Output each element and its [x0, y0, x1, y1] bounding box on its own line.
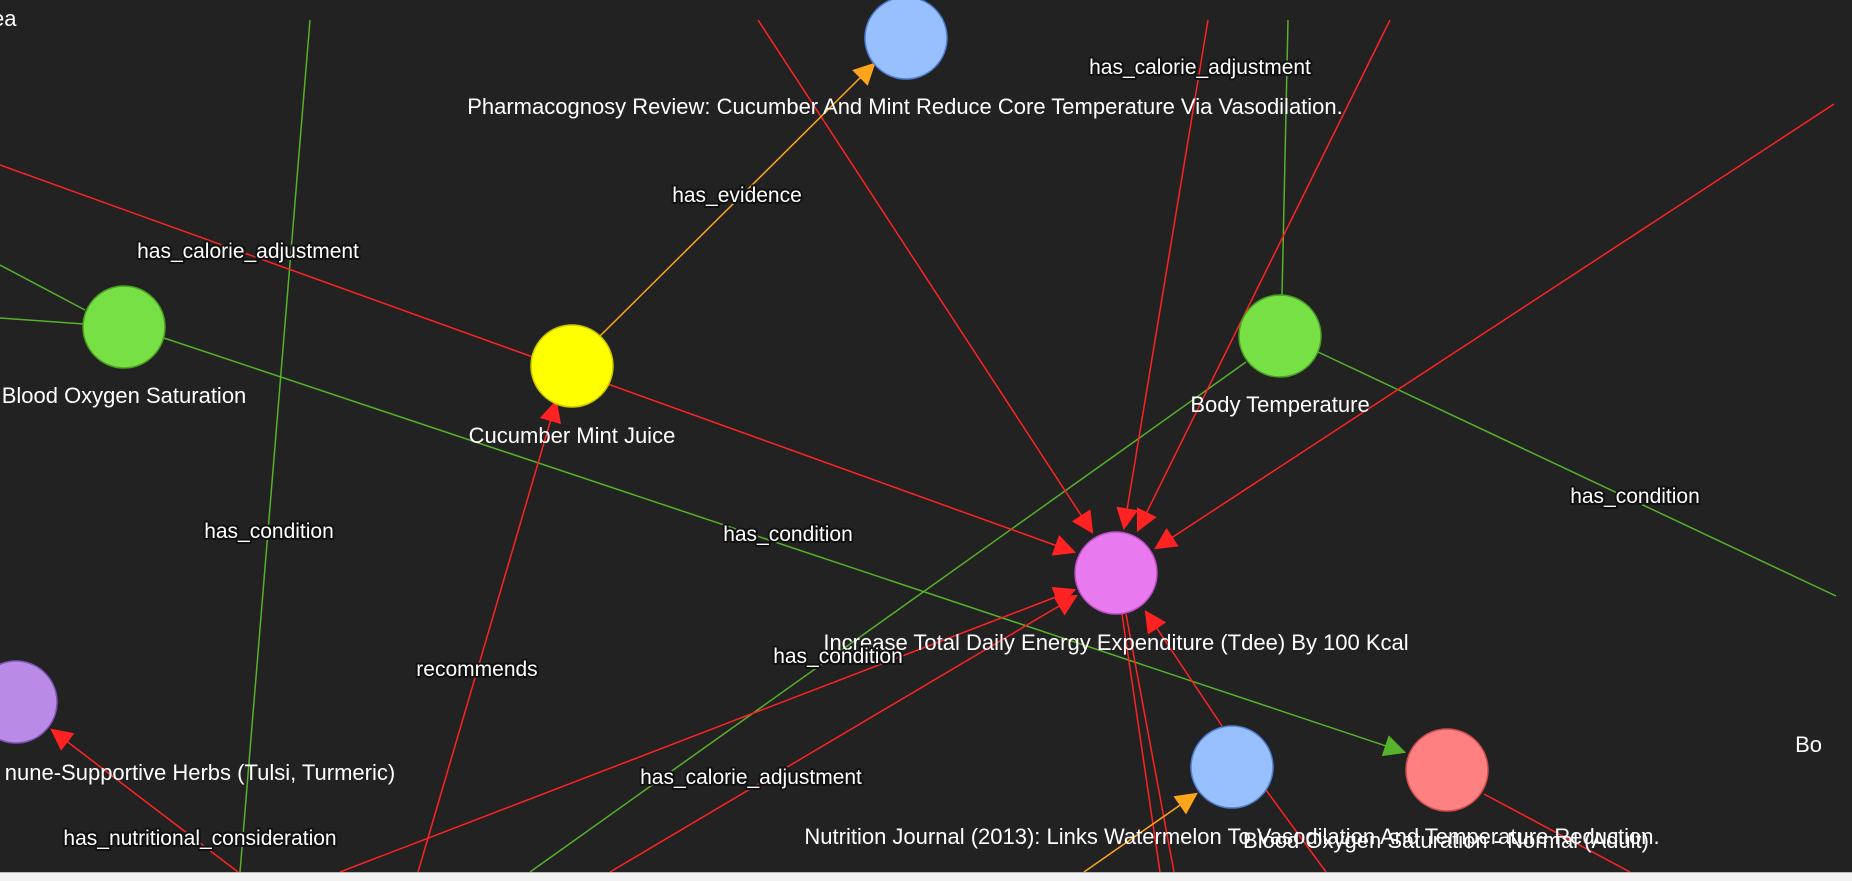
node-labels: Pharmacognosy Review: Cucumber And Mint … [0, 6, 1822, 853]
edge-orange-evidence-bottom[interactable] [1083, 792, 1198, 872]
edge-green-body-temp-down[interactable] [529, 361, 1247, 872]
edge-label-has-calorie-adjustment-left: has_calorie_adjustment [137, 240, 359, 263]
edge-label-has-nutritional-consideration: has_nutritional_consideration [63, 827, 336, 850]
node-cucumber-mint-juice[interactable] [530, 324, 614, 408]
edge-red-bottomleft-to-tdee-b[interactable] [609, 594, 1078, 872]
node-label-body-temperature: Body Temperature [1190, 392, 1369, 417]
edge-label-recommends: recommends [416, 658, 537, 681]
edge-green-body-temp-right[interactable] [1317, 351, 1837, 597]
edge-green-left-blood-oxygen[interactable] [0, 317, 85, 325]
edge-red-right-to-tdee[interactable] [1154, 103, 1835, 550]
edge-label-has-evidence: has_evidence [672, 184, 802, 207]
edge-label-has-calorie-adjustment-bottom: has_calorie_adjustment [640, 766, 862, 789]
node-nutrition-journal[interactable] [1190, 725, 1274, 809]
edge-red-blue-to-tdee[interactable] [1144, 610, 1223, 727]
node-immune-supportive-herbs[interactable] [0, 660, 58, 744]
edge-orange-has-evidence[interactable] [599, 62, 876, 337]
edge-red-salmon-to-bottom[interactable] [1483, 793, 1631, 872]
node-label-blood-oxygen-normal: Blood Oxygen Saturation - Normal (Adult) [1243, 828, 1649, 853]
edge-red-top-to-tdee-c[interactable] [1136, 19, 1391, 532]
edge-red-tdee-down-b[interactable] [1125, 613, 1175, 872]
node-label-nutrition-journal: Nutrition Journal (2013): Links Watermel… [804, 824, 1659, 849]
edge-label-has-calorie-adjustment-top: has_calorie_adjustment [1089, 56, 1311, 79]
edge-green-bo-to-normal[interactable] [163, 337, 1407, 757]
edge-red-blue-to-bottom[interactable] [1265, 789, 1327, 872]
node-blood-oxygen-normal[interactable] [1405, 728, 1489, 812]
edge-label-has-condition-right: has_condition [1570, 485, 1700, 508]
edge-green-vertical-left[interactable] [239, 19, 311, 872]
edge-red-bottomleft-to-tdee-a[interactable] [339, 586, 1077, 872]
horizontal-scrollbar[interactable] [0, 872, 1852, 881]
edge-red-top-to-tdee-b[interactable] [1116, 19, 1209, 531]
edge-green-top-left[interactable] [0, 264, 86, 311]
edges [0, 19, 1837, 872]
node-label-cucumber-mint-juice: Cucumber Mint Juice [469, 423, 676, 448]
edge-red-into-herbs[interactable] [50, 728, 239, 872]
node-label-tdee: Increase Total Daily Energy Expenditure … [823, 630, 1408, 655]
edge-green-body-temp-up[interactable] [1281, 19, 1289, 297]
edge-label-has-condition-center: has_condition [723, 523, 853, 546]
node-label-blood-oxygen: Blood Oxygen Saturation [2, 383, 247, 408]
edge-labels: has_calorie_adjustment has_evidence has_… [61, 54, 1701, 852]
edge-label-has-condition-left: has_condition [204, 520, 334, 543]
edge-red-recommends[interactable] [417, 399, 561, 872]
nodes [0, 0, 1489, 812]
edge-label-has-condition-lower: has_condition [773, 645, 903, 668]
node-label-herbs: nune-Supportive Herbs (Tulsi, Turmeric) [5, 760, 395, 785]
node-label-right-edge: Bo [1795, 732, 1822, 757]
node-pharmacognosy-review[interactable] [864, 0, 948, 80]
node-label-pharmacognosy: Pharmacognosy Review: Cucumber And Mint … [467, 94, 1343, 119]
node-body-temperature[interactable] [1238, 294, 1322, 378]
edge-red-tdee-down-a[interactable] [1121, 613, 1161, 872]
node-increase-tdee[interactable] [1074, 531, 1158, 615]
node-blood-oxygen-saturation[interactable] [82, 285, 166, 369]
edge-red-top-to-tdee-a[interactable] [757, 19, 1094, 534]
node-label-top-left: ea [0, 6, 17, 31]
